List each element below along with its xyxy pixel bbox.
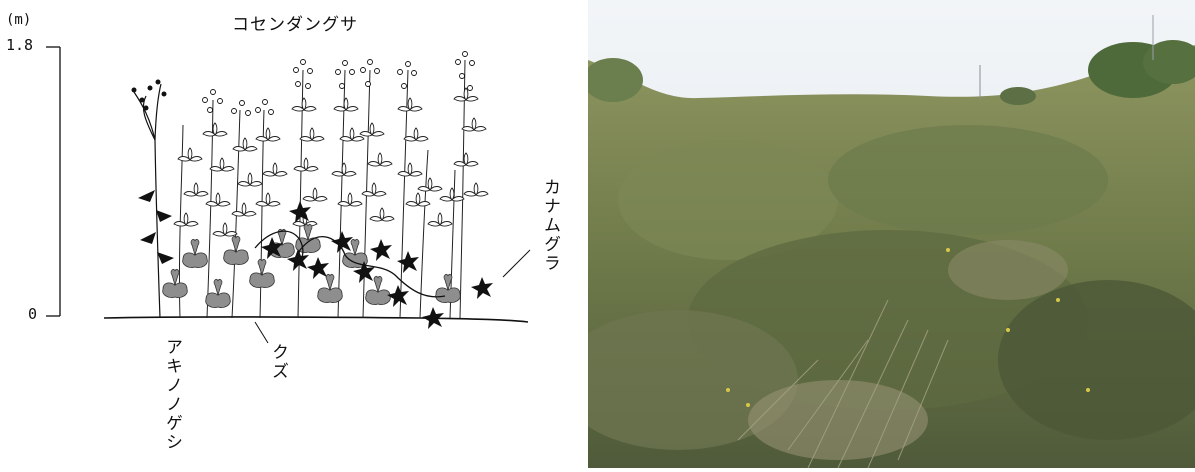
weedy-field-photo xyxy=(588,0,1195,468)
label-akinonogeshi: アキノノゲシ xyxy=(160,338,185,452)
scale-top-value: 1.8 xyxy=(6,36,33,54)
label-kanamugura: カナムグラ xyxy=(538,178,563,273)
diagram-drawing xyxy=(0,0,585,468)
field-photo-drawing xyxy=(588,0,1195,468)
scale-unit: (m) xyxy=(6,12,31,28)
scale-bottom-value: 0 xyxy=(28,305,37,323)
diagram-title: コセンダングサ xyxy=(232,10,358,35)
vegetation-diagram: コセンダングサ (m) 1.8 0 カナムグラ アキノノゲシ クズ xyxy=(0,0,585,468)
label-kuzu: クズ xyxy=(266,343,291,381)
